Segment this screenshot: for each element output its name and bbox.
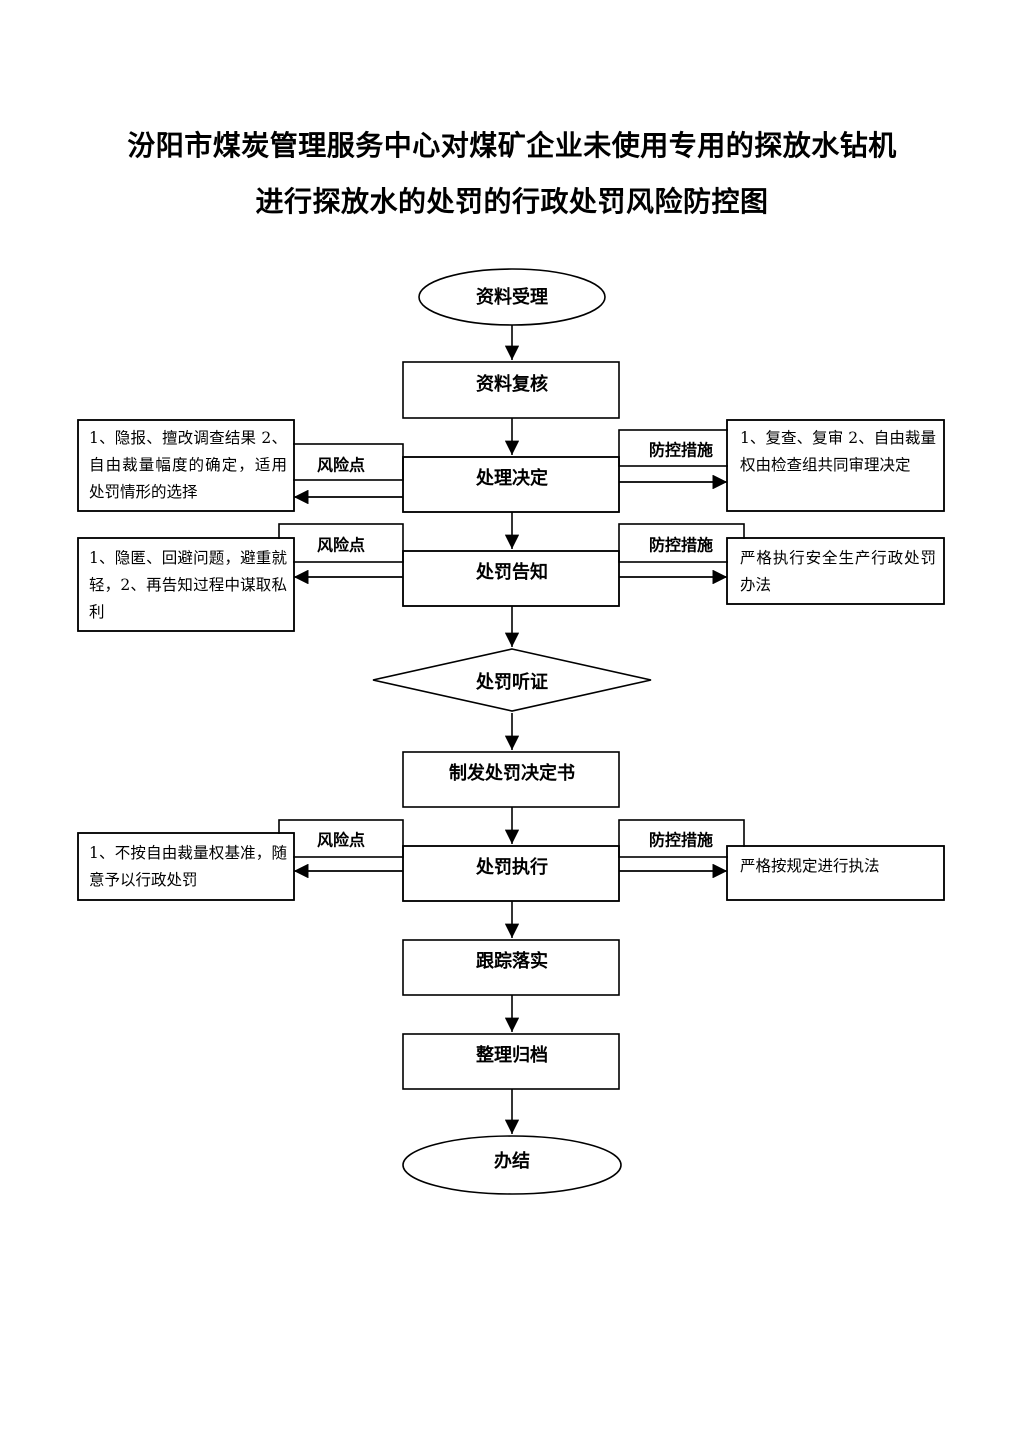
page-title-line1: 汾阳市煤炭管理服务中心对煤矿企业未使用专用的探放水钻机 — [127, 129, 897, 162]
review-node — [402, 361, 620, 419]
start-node — [418, 268, 606, 326]
review-label: 资料复核 — [476, 373, 548, 395]
end-node — [402, 1135, 622, 1195]
risk-text-execute: 1、不按自由裁量权基准，随意予以行政处罚 — [89, 844, 287, 889]
issue-label: 制发处罚决定书 — [449, 762, 575, 784]
control-text-execute: 严格按规定进行执法 — [740, 857, 880, 875]
execute-label: 处罚执行 — [475, 856, 548, 878]
control-label-execute: 防控措施 — [649, 831, 713, 850]
archive-node — [402, 1033, 620, 1090]
control-label-notice: 防控措施 — [649, 536, 713, 555]
track-label: 跟踪落实 — [476, 950, 548, 972]
risk-point-label-notice: 风险点 — [317, 536, 365, 555]
page-title-line2: 进行探放水的处罚的行政处罚风险防控图 — [255, 185, 769, 218]
risk-point-label-execute: 风险点 — [317, 831, 365, 850]
issue-node — [402, 751, 620, 808]
end-label: 办结 — [494, 1150, 530, 1172]
track-node — [402, 939, 620, 996]
risk-text-notice: 1、隐匿、回避问题，避重就轻，2、再告知过程中谋取私利 — [89, 549, 287, 621]
archive-label: 整理归档 — [475, 1044, 548, 1066]
control-text-decision: 1、复查、复审 2、自由裁量权由检查组共同审理决定 — [740, 429, 936, 474]
decision-label: 处理决定 — [475, 467, 548, 489]
hearing-label: 处罚听证 — [475, 671, 548, 693]
control-label-decision: 防控措施 — [649, 441, 713, 460]
hearing-node — [372, 648, 652, 712]
start-label: 资料受理 — [476, 286, 548, 308]
control-text-notice: 严格执行安全生产行政处罚办法 — [740, 549, 936, 594]
risk-point-label-decision: 风险点 — [317, 456, 365, 475]
risk-text-decision: 1、隐报、擅改调查结果 2、自由裁量幅度的确定，适用处罚情形的选择 — [89, 429, 287, 501]
control-tab-execute — [618, 819, 745, 858]
notice-label: 处罚告知 — [475, 561, 548, 583]
